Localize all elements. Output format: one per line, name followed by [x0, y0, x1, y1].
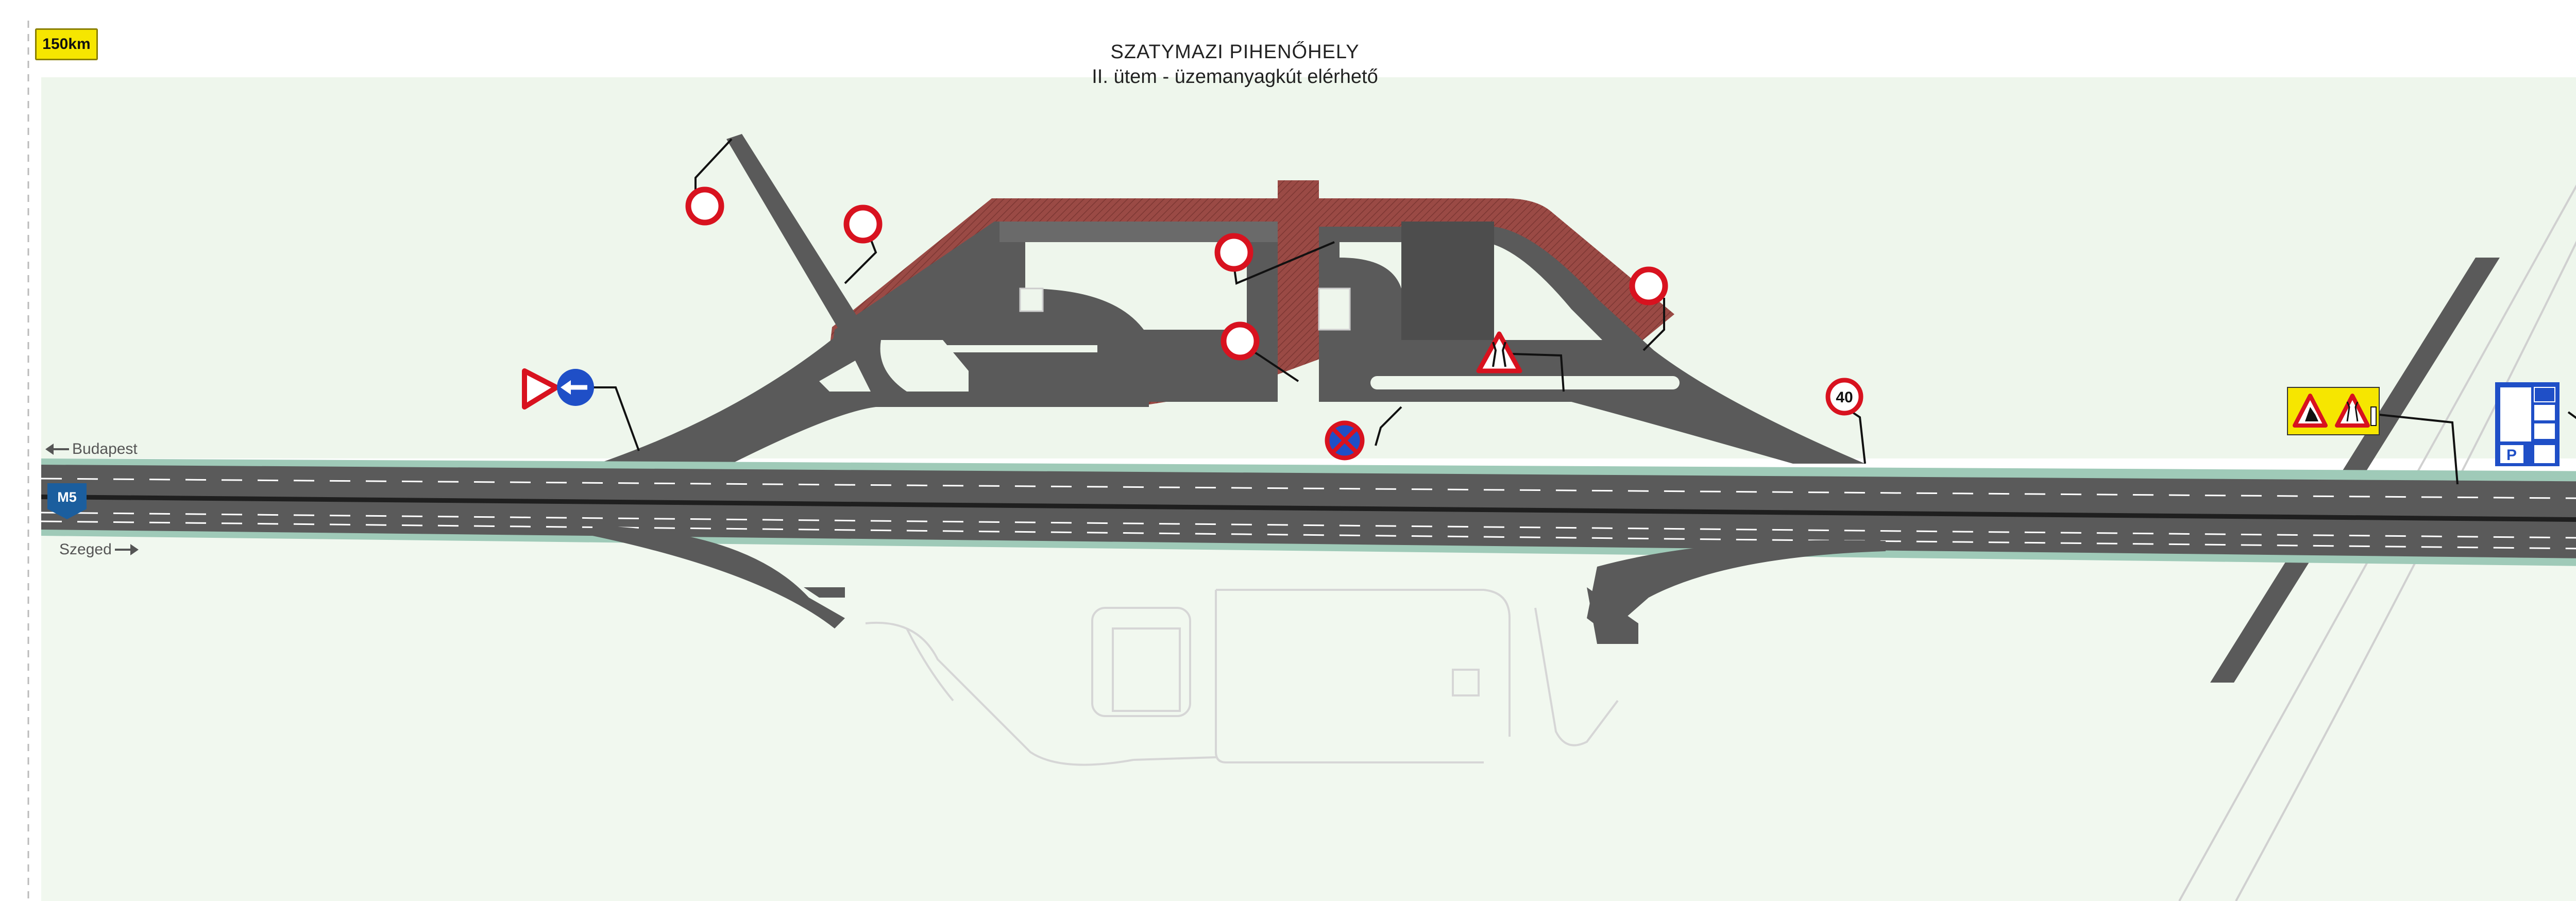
- road-narrows-warning-icon: [1476, 331, 1522, 373]
- arrow-right-icon: [114, 544, 139, 555]
- m5-shield-shape: [47, 483, 87, 519]
- speed-limit-sign: [1825, 378, 1863, 416]
- no-stopping-icon: [1325, 420, 1365, 461]
- direction-szeged-label: Szeged: [59, 541, 112, 558]
- parking-lot: [1401, 222, 1494, 340]
- no-entry-ring-icon: [1629, 266, 1668, 305]
- no-entry-ring-icon: [685, 186, 724, 226]
- south-ramps: [592, 525, 1886, 644]
- direction-budapest: Budapest: [45, 440, 138, 458]
- svg-text:P: P: [2506, 447, 2517, 464]
- km-marker-150: 150km: [35, 28, 98, 60]
- no-entry-ring-icon: [1221, 321, 1260, 361]
- yield-triangle-icon: [522, 368, 559, 410]
- no-entry-ring-icon: [1214, 233, 1253, 272]
- direction-szeged: Szeged: [59, 541, 139, 558]
- no-entry-ring-icon: [843, 205, 883, 244]
- roadworks-warning-icon: [2287, 387, 2380, 435]
- page-subtitle: II. ütem - üzemanyagkút elérhető: [1092, 66, 1378, 88]
- motorway-shield-label: M5: [57, 489, 77, 505]
- service-info-board-icon: P: [2495, 382, 2560, 466]
- mandatory-left-arrow-icon: [557, 369, 594, 406]
- speed-limit-value: 40: [1836, 389, 1853, 406]
- direction-budapest-label: Budapest: [72, 440, 138, 457]
- green-area-south: [41, 531, 2576, 901]
- arrow-left-icon: [45, 444, 69, 455]
- page-title: SZATYMAZI PIHENŐHELY: [1110, 41, 1360, 63]
- south-rest-area-outline: [865, 589, 1619, 766]
